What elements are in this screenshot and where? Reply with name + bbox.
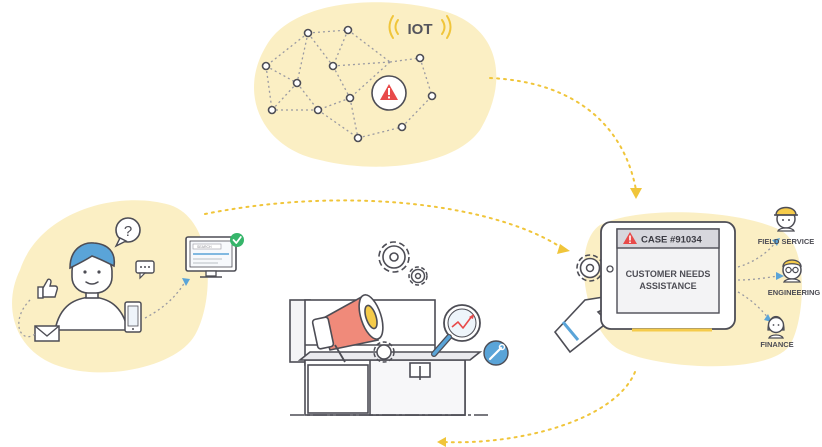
team-label-engineering: ENGINEERING — [768, 288, 821, 297]
iot-network — [265, 29, 433, 139]
team-label-field-service: FIELD SERVICE — [758, 237, 815, 246]
iot-nodes — [261, 25, 437, 143]
iot-alert-node — [371, 75, 407, 111]
warning-icon — [623, 232, 637, 244]
gear-icon — [373, 341, 395, 363]
thumbs-up-icon — [37, 278, 59, 299]
monitor-search-text: SEARCH — [197, 245, 212, 249]
arrow-customer-to-tablet — [204, 199, 566, 251]
monitor: SEARCH — [185, 236, 237, 278]
wrench-icon — [483, 340, 509, 366]
arrow-iot-to-tablet — [489, 77, 637, 191]
case-id: CASE #91034 — [641, 235, 702, 246]
smartphone-icon — [124, 301, 142, 333]
gear-icon — [378, 241, 410, 273]
question-icon: ? — [114, 217, 141, 248]
customer-person — [54, 242, 130, 331]
tablet-icon: CASE #91034 CUSTOMER NEEDS ASSISTANCE — [600, 221, 736, 332]
megaphone-icon — [311, 293, 384, 363]
flow-arrows — [204, 77, 637, 444]
glasses-icon — [785, 266, 799, 274]
arrow-tablet-to-toolbox — [444, 371, 636, 444]
envelope-icon — [34, 325, 60, 342]
magnifier-icon — [431, 304, 481, 357]
warning-icon — [380, 84, 398, 100]
field-service-person — [774, 206, 798, 232]
checkmark-icon — [230, 233, 244, 247]
team-label-finance: FINANCE — [760, 340, 793, 349]
customer-arrow-head — [182, 278, 190, 286]
arrow-heads — [437, 188, 642, 447]
svg-text:?: ? — [124, 223, 132, 240]
gear-icon — [408, 266, 428, 286]
finance-person — [767, 315, 785, 339]
iot-label: IOT — [408, 21, 433, 38]
wireless-signal-icon — [388, 15, 452, 39]
case-message-line1: CUSTOMER NEEDS — [626, 269, 711, 279]
team-arrows — [737, 242, 779, 319]
case-message-line2: ASSISTANCE — [639, 281, 696, 291]
engineering-person — [782, 259, 802, 283]
gear-icon — [576, 254, 604, 282]
customer-dashed-loop — [18, 281, 186, 338]
hardhat-icon — [774, 206, 798, 216]
chat-icon — [135, 260, 155, 280]
